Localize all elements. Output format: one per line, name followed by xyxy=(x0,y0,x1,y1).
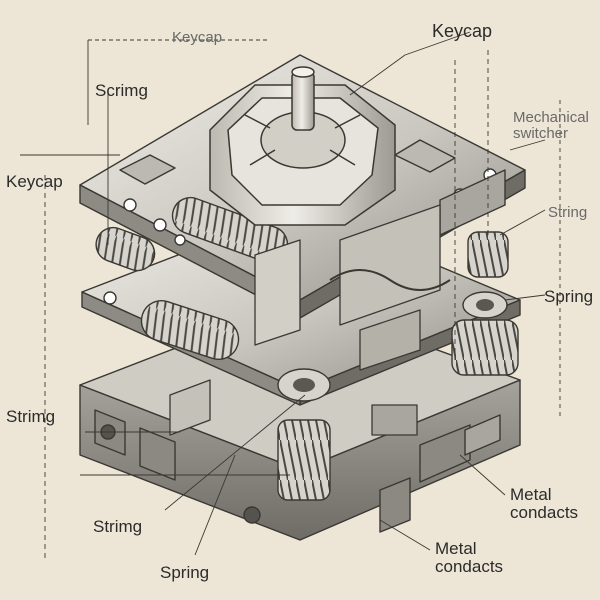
label-keycap-left: Keycap xyxy=(6,172,63,191)
label-spring-bottom: Spring xyxy=(160,563,210,582)
label-spring-right: Spring xyxy=(544,287,594,306)
spring-right-upper xyxy=(467,231,509,278)
label-mechanical-line2: switcher xyxy=(513,124,569,142)
spring-right-vertical xyxy=(451,291,519,376)
label-metal-contacts-right: Metal condacts xyxy=(510,486,578,522)
spring-center-vertical xyxy=(277,368,331,501)
keycap xyxy=(209,84,396,226)
label-string-right: String xyxy=(548,204,588,221)
label-mechanical-switcher: Mechanical switcher xyxy=(513,110,589,142)
label-keycap-top: Keycap xyxy=(172,29,223,46)
leader-lines xyxy=(20,31,561,560)
switch-mechanism xyxy=(169,204,451,436)
label-metal-bottom-line1: Metal xyxy=(435,539,477,558)
label-mechanical-line1: Mechanical xyxy=(513,109,589,126)
spring-left-edge xyxy=(95,226,156,272)
label-metal-bottom-line2: condacts xyxy=(435,556,504,576)
label-metal-contacts-bottom: Metal condacts xyxy=(435,540,503,576)
label-string-bottom: Strimg xyxy=(93,517,143,536)
label-keycap-right: Keycap xyxy=(432,21,493,41)
keycap-stem xyxy=(291,66,315,131)
label-metal-right-line2: condacts xyxy=(510,502,579,522)
label-metal-right-line1: Metal xyxy=(510,485,552,504)
label-string-left-upper: Scrimg xyxy=(95,81,148,100)
spring-mid-left xyxy=(140,300,240,360)
label-string-left-lower: Strimg xyxy=(6,407,56,426)
